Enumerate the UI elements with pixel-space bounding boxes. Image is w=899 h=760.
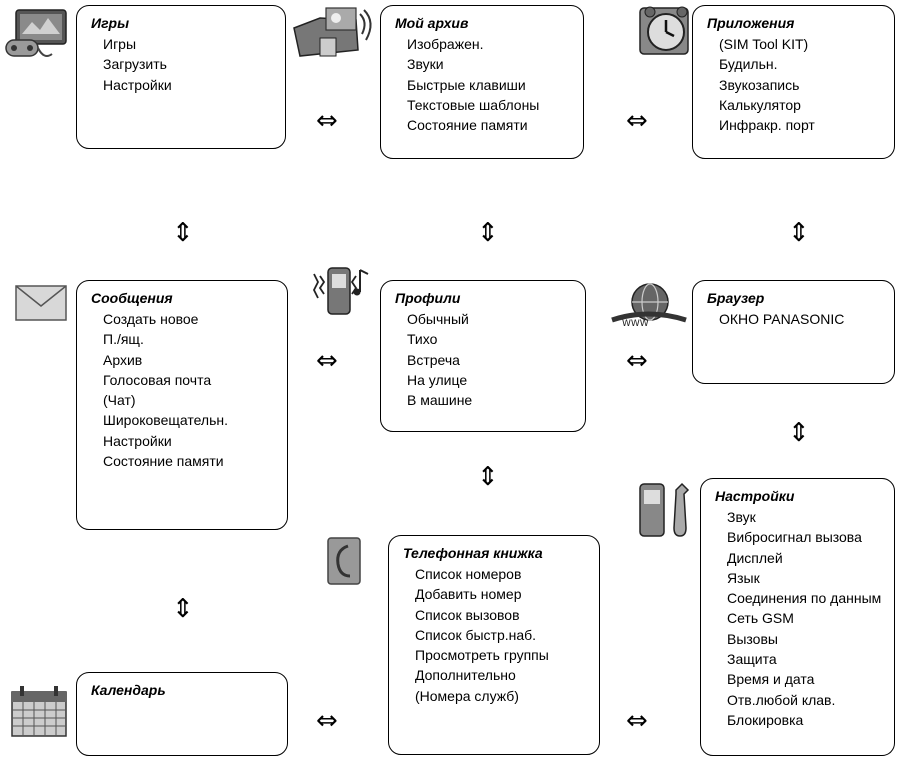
alarm-clock-icon <box>639 6 689 55</box>
menu-item[interactable]: Калькулятор <box>719 96 801 113</box>
menu-item[interactable]: Обычный <box>407 311 469 327</box>
menu-item[interactable]: (Номера служб) <box>415 687 519 704</box>
svg-text:WWW: WWW <box>622 319 649 329</box>
menu-item[interactable]: Архив <box>103 351 143 368</box>
menu-item[interactable]: Время и дата <box>727 671 815 688</box>
menu-item[interactable]: Игры <box>103 36 137 52</box>
nav-arrow-vertical: ⇕ <box>788 418 810 448</box>
globe-icon: WWW <box>611 283 687 329</box>
menu-item[interactable]: На улице <box>407 371 468 388</box>
menu-item[interactable]: Быстрые клавиши <box>407 76 526 93</box>
menu-item[interactable]: Загрузить <box>103 56 167 73</box>
menu-item[interactable]: Сеть GSM <box>727 610 794 627</box>
folder-media-icon <box>293 7 372 57</box>
nav-arrow-vertical: ⇕ <box>477 462 499 492</box>
menu-item[interactable]: ОКНО PANASONIC <box>719 311 845 327</box>
menu-item[interactable]: Звукозапись <box>719 76 800 93</box>
browser-title: Браузер <box>707 290 765 306</box>
nav-arrow-horizontal: ⇔ <box>316 106 338 136</box>
menu-item[interactable]: Будильн. <box>719 56 778 73</box>
apps-items: (SIM Tool KIT) Будильн. Звукозапись Каль… <box>707 34 888 135</box>
menu-item[interactable]: Настройки <box>103 432 172 449</box>
settings-items: Звук Вибросигнал вызова Дисплей Язык Сое… <box>715 507 888 730</box>
nav-arrow-horizontal: ⇔ <box>316 346 338 376</box>
profiles-title: Профили <box>395 290 461 306</box>
menu-item[interactable]: Вибросигнал вызова <box>727 529 862 546</box>
menu-item[interactable]: (Чат) <box>103 392 136 409</box>
handset-icon <box>327 537 361 585</box>
menu-item[interactable]: Просмотреть группы <box>415 647 549 664</box>
phonebook-title: Телефонная книжка <box>403 545 543 561</box>
menu-item[interactable]: Список номеров <box>415 566 522 582</box>
settings-title: Настройки <box>715 488 795 504</box>
menu-item[interactable]: Текстовые шаблоны <box>407 96 540 113</box>
games-title: Игры <box>91 15 130 31</box>
envelope-icon <box>15 285 67 321</box>
menu-item[interactable]: Дополнительно <box>415 667 516 684</box>
game-console-icon <box>5 9 67 57</box>
browser-items: ОКНО PANASONIC <box>707 309 888 329</box>
messages-menu[interactable]: Сообщения Создать новое П./ящ. Архив Гол… <box>76 280 288 530</box>
menu-item[interactable]: Дисплей <box>727 549 783 566</box>
menu-item[interactable]: Список вызовов <box>415 606 520 623</box>
calendar-menu[interactable]: Календарь <box>76 672 288 756</box>
messages-items: Создать новое П./ящ. Архив Голосовая поч… <box>91 309 281 471</box>
games-menu[interactable]: Игры Игры Загрузить Настройки <box>76 5 286 149</box>
menu-item[interactable]: Инфракр. порт <box>719 117 815 134</box>
archive-title: Мой архив <box>395 15 469 31</box>
menu-item[interactable]: Тихо <box>407 331 438 348</box>
apps-title: Приложения <box>707 15 795 31</box>
menu-item[interactable]: Соединения по данным <box>727 590 882 607</box>
nav-arrow-vertical: ⇕ <box>172 594 194 624</box>
nav-arrow-horizontal: ⇔ <box>316 706 338 736</box>
nav-arrow-vertical: ⇕ <box>788 218 810 248</box>
menu-item[interactable]: (SIM Tool KIT) <box>719 36 809 52</box>
menu-item[interactable]: Язык <box>727 569 760 586</box>
menu-item[interactable]: Состояние памяти <box>103 453 224 470</box>
settings-menu[interactable]: Настройки Звук Вибросигнал вызова Диспле… <box>700 478 895 756</box>
menu-item[interactable]: Список быстр.наб. <box>415 626 537 643</box>
phonebook-menu[interactable]: Телефонная книжка Список номеров Добавит… <box>388 535 600 755</box>
phone-wrench-icon <box>639 482 690 537</box>
nav-arrow-vertical: ⇕ <box>172 218 194 248</box>
menu-item[interactable]: Настройки <box>103 76 172 93</box>
nav-arrow-horizontal: ⇔ <box>626 706 648 736</box>
archive-items: Изображен. Звуки Быстрые клавиши Текстов… <box>395 34 577 135</box>
menu-item[interactable]: Широковещательн. <box>103 412 229 429</box>
messages-title: Сообщения <box>91 290 173 306</box>
profiles-items: Обычный Тихо Встреча На улице В машине <box>395 309 579 410</box>
vibrating-phone-icon <box>312 267 369 315</box>
menu-item[interactable]: Изображен. <box>407 36 484 52</box>
menu-item[interactable]: В машине <box>407 392 473 409</box>
menu-item[interactable]: Состояние памяти <box>407 117 528 134</box>
menu-item[interactable]: Голосовая почта <box>103 371 212 388</box>
nav-arrow-horizontal: ⇔ <box>626 346 648 376</box>
calendar-title: Календарь <box>91 682 166 698</box>
games-items: Игры Загрузить Настройки <box>91 34 279 95</box>
menu-item[interactable]: Встреча <box>407 351 460 368</box>
nav-arrow-vertical: ⇕ <box>477 218 499 248</box>
menu-item[interactable]: П./ящ. <box>103 331 144 348</box>
menu-item[interactable]: Звуки <box>407 56 444 73</box>
archive-menu[interactable]: Мой архив Изображен. Звуки Быстрые клави… <box>380 5 584 159</box>
menu-item[interactable]: Вызовы <box>727 630 778 647</box>
menu-item[interactable]: Добавить номер <box>415 586 522 603</box>
menu-item[interactable]: Блокировка <box>727 711 804 728</box>
menu-item[interactable]: Защита <box>727 651 777 668</box>
calendar-icon <box>11 686 67 737</box>
menu-item[interactable]: Создать новое <box>103 311 199 327</box>
phonebook-items: Список номеров Добавить номер Список выз… <box>403 564 593 706</box>
browser-menu[interactable]: Браузер ОКНО PANASONIC <box>692 280 895 384</box>
apps-menu[interactable]: Приложения (SIM Tool KIT) Будильн. Звуко… <box>692 5 895 159</box>
nav-arrow-horizontal: ⇔ <box>626 106 648 136</box>
profiles-menu[interactable]: Профили Обычный Тихо Встреча На улице В … <box>380 280 586 432</box>
menu-item[interactable]: Звук <box>727 509 756 525</box>
menu-item[interactable]: Отв.любой клав. <box>727 691 836 708</box>
